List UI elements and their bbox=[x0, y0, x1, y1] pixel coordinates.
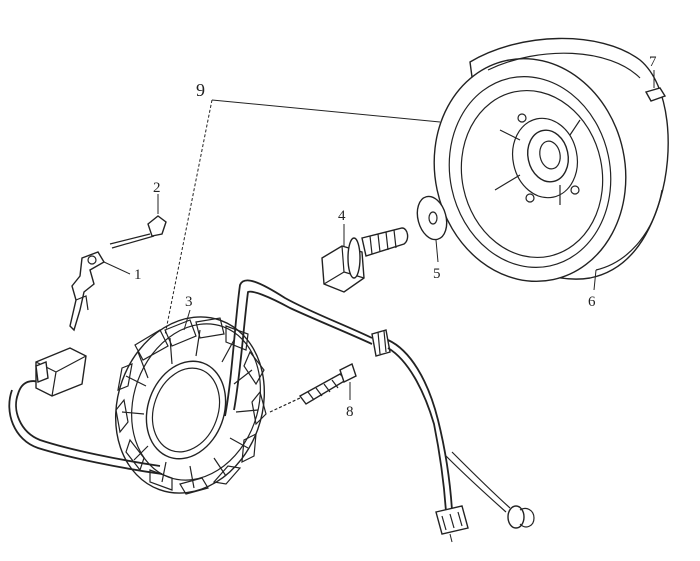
pickup-bracket bbox=[69, 251, 105, 332]
callout-2: 2 bbox=[153, 180, 161, 196]
callout-8: 8 bbox=[346, 404, 354, 420]
flange-bolt bbox=[321, 227, 409, 293]
callout-labels: 1 2 3 4 5 6 7 8 9 bbox=[134, 54, 657, 420]
callout-4: 4 bbox=[338, 208, 346, 224]
callout-9: 9 bbox=[196, 80, 205, 100]
stator-bolt bbox=[269, 363, 357, 413]
assembly-line-9 bbox=[164, 99, 441, 336]
washer bbox=[416, 195, 448, 241]
leader-lines bbox=[103, 70, 655, 543]
callout-1: 1 bbox=[134, 267, 142, 283]
screw-2 bbox=[109, 215, 167, 249]
woodruff-key bbox=[644, 87, 667, 102]
stator-coil bbox=[114, 316, 267, 495]
flywheel-rotor bbox=[433, 37, 669, 283]
callout-3: 3 bbox=[185, 294, 193, 310]
callout-5: 5 bbox=[433, 266, 441, 282]
callout-6: 6 bbox=[588, 294, 596, 310]
wiring-harness bbox=[8, 279, 535, 535]
callout-7: 7 bbox=[649, 54, 657, 70]
